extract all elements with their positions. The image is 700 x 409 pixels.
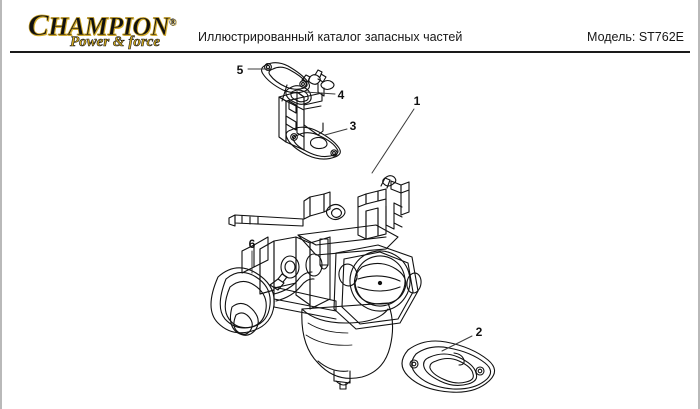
leader-2	[441, 335, 473, 352]
part-fuel-solenoid	[210, 267, 315, 336]
leader-4	[304, 91, 336, 95]
callout-6: 6	[249, 237, 256, 251]
callout-2: 2	[476, 325, 483, 339]
exploded-diagram: 1 2 3 4 5 6	[2, 53, 698, 409]
part-insulator-gasket	[285, 126, 341, 160]
registered-trademark-icon: ®	[168, 17, 176, 29]
header-divider	[10, 51, 690, 53]
part-insulator-block	[278, 69, 335, 151]
callout-3: 3	[350, 119, 357, 133]
part-carburetor-body	[228, 175, 422, 390]
callout-labels: 1 2 3 4 5 6	[237, 63, 483, 339]
leader-1	[371, 108, 415, 174]
callout-4: 4	[338, 88, 345, 102]
callout-1: 1	[414, 94, 421, 108]
page-title: Иллюстрированный каталог запасных частей	[198, 30, 463, 44]
page-header: CHAMPION® Power & force Иллюстрированный…	[2, 0, 698, 53]
callout-leaders	[247, 68, 473, 352]
leader-3	[324, 128, 348, 136]
callout-5: 5	[237, 63, 244, 77]
logo-brand-text: CHAMPION®	[28, 7, 177, 42]
part-intake-gasket-lower	[401, 340, 496, 393]
logo-brand-rest: HAMPION	[48, 12, 170, 41]
model-label: Модель: ST762E	[587, 30, 684, 44]
carburetor-drawing-svg: 1 2 3 4 5 6	[210, 62, 496, 393]
champion-logo: CHAMPION® Power & force	[28, 7, 188, 50]
logo-brand-initial: C	[28, 7, 49, 42]
logo-tagline: Power & force	[70, 34, 161, 50]
